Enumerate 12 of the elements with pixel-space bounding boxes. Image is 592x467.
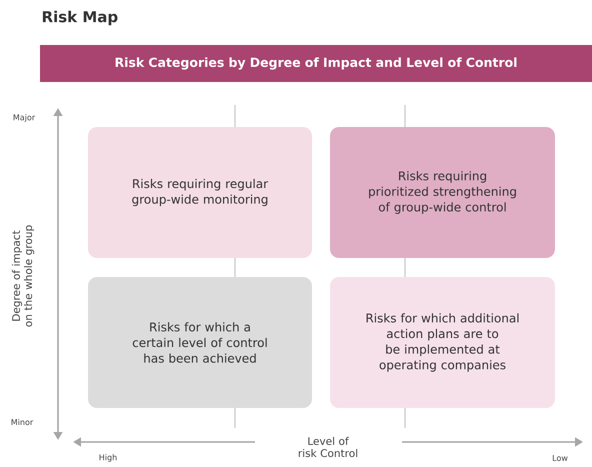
quadrant-box: Risks for which additional action plans are to be implemented at operating companies	[330, 277, 555, 408]
axis-title: Degree of impact on the whole group	[12, 225, 34, 327]
title: Risk Map	[42, 10, 118, 26]
quadrant-box: Risks requiring prioritized strengthening of group-wide control	[330, 127, 555, 258]
axis-end-label: Major	[14, 114, 36, 122]
axis-end-label: Low	[552, 455, 568, 461]
quadrant-box: Risks requiring regular group-wide monitoring	[88, 127, 312, 258]
quadrant-box: Risks for which a certain level of control has been achieved	[88, 277, 312, 408]
axis-end-label: High	[100, 454, 117, 462]
axis-end-label: Minor	[12, 418, 34, 426]
axis-title: Level of risk Control	[298, 436, 358, 458]
banner: Risk Categories by Degree of Impact and Level of Control	[40, 45, 592, 82]
